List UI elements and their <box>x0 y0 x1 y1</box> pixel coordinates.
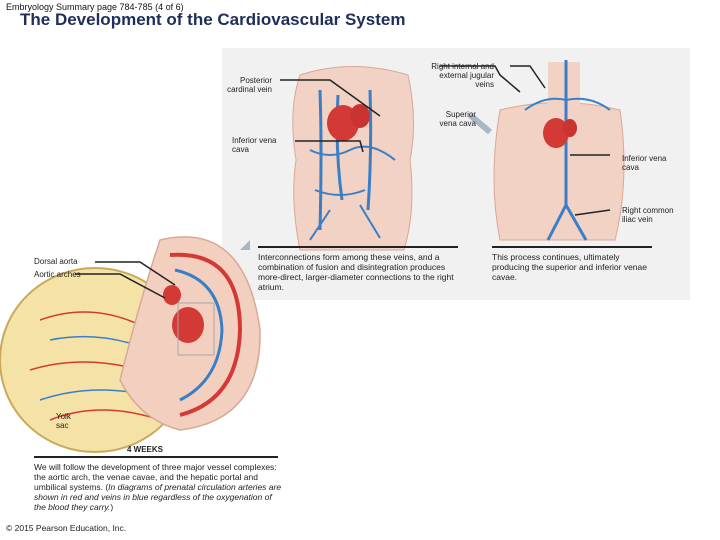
posterior-cardinal-vein-label: Posterior cardinal vein <box>227 76 272 94</box>
early-torso-illustration <box>292 66 415 251</box>
slide-title: The Development of the Cardiovascular Sy… <box>20 10 406 29</box>
intro-caption-italic: In diagrams of prenatal circulation arte… <box>34 482 282 512</box>
intro-caption-main: We will follow the development of three … <box>34 462 277 492</box>
aortic-arches-label: Aortic arches <box>34 270 81 279</box>
process-caption: This process continues, ultimately produ… <box>492 252 647 282</box>
embryo-illustration <box>0 236 261 453</box>
right-common-iliac-vein-label: Right common iliac vein <box>622 206 674 224</box>
yolk-sac-label: Yolk sac <box>56 412 71 430</box>
caption-rule-1 <box>258 246 458 248</box>
inferior-vena-cava-left-label: Inferior vena cava <box>232 136 277 154</box>
intro-caption-end: ) <box>110 502 114 512</box>
caption-rule-2 <box>492 246 652 248</box>
later-torso-illustration <box>493 60 625 241</box>
superior-vena-cava-label: Superior vena cava <box>439 110 476 128</box>
intro-caption: We will follow the development of three … <box>34 462 284 512</box>
caption-rule-3 <box>34 456 278 458</box>
four-weeks-label: 4 WEEKS <box>127 445 164 454</box>
slide-header: Embryology Summary page 784-785 (4 of 6) <box>6 2 184 12</box>
copyright: © 2015 Pearson Education, Inc. <box>6 523 127 533</box>
dorsal-aorta-label: Dorsal aorta <box>34 257 78 266</box>
inferior-vena-cava-right-label: Inferior vena cava <box>622 154 667 172</box>
interconnections-caption: Interconnections form among these veins,… <box>258 252 454 292</box>
jugular-veins-label: Right internal and external jugular vein… <box>431 62 494 89</box>
